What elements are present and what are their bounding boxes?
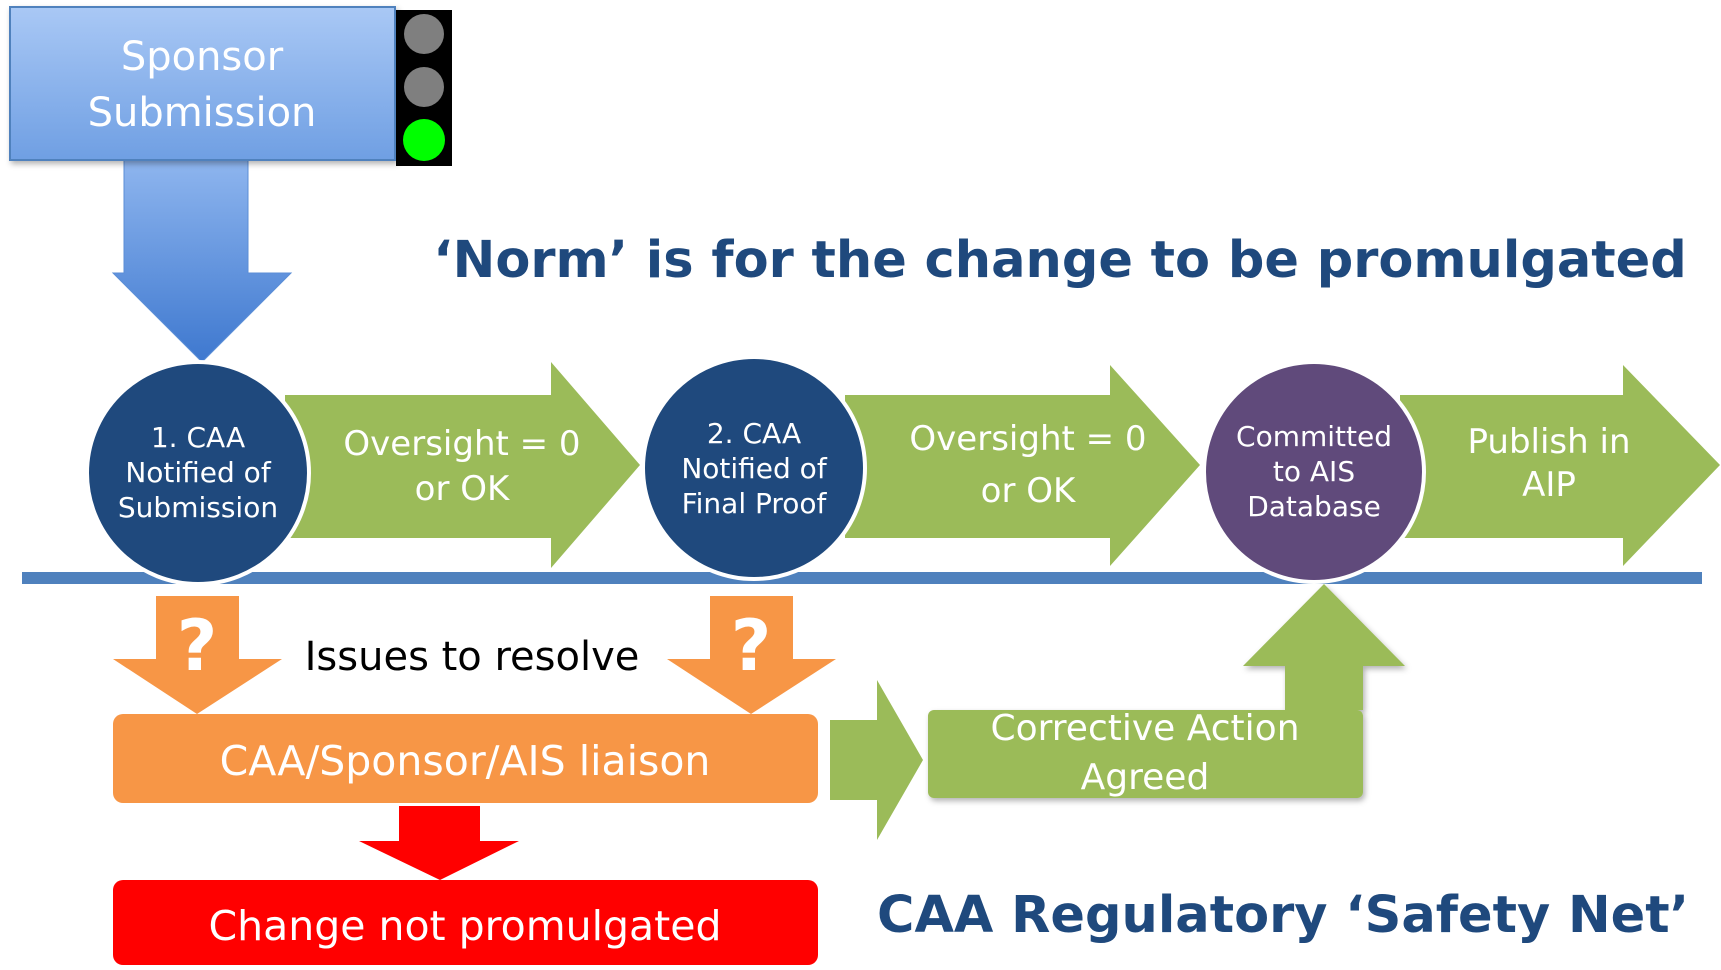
publish-line1: Publish in — [1468, 422, 1631, 462]
sponsor-down-arrow — [111, 157, 293, 363]
sponsor-box — [9, 6, 396, 161]
question-mark-2: ? — [731, 605, 772, 687]
not-promulgated-label: Change not promulgated — [208, 902, 721, 950]
oversight-arrow-2 — [845, 365, 1200, 566]
step2-line2: Notified of — [681, 452, 828, 485]
traffic-light — [396, 10, 452, 166]
step2-line1: 2. CAA — [707, 417, 801, 450]
liaison-to-corrective-arrow — [830, 680, 923, 840]
step2-circle — [641, 355, 867, 581]
publish-line2: AIP — [1522, 465, 1576, 505]
oversight1-line1: Oversight = 0 — [343, 424, 580, 464]
issues-to-resolve-label: Issues to resolve — [305, 634, 640, 680]
corrective-line1: Corrective Action — [990, 708, 1299, 749]
committed-line1: Committed — [1236, 420, 1392, 453]
not-promulgated-box — [113, 880, 818, 965]
question-arrow-2: ? — [667, 596, 836, 714]
committed-circle — [1202, 360, 1426, 584]
sponsor-label-line1: Sponsor — [121, 34, 284, 80]
corrective-up-arrow — [1243, 584, 1405, 710]
liaison-label: CAA/Sponsor/AIS liaison — [220, 737, 711, 785]
safety-net-title: CAA Regulatory ‘Safety Net’ — [877, 886, 1689, 945]
norm-headline: ‘Norm’ is for the change to be promulgat… — [433, 231, 1686, 290]
corrective-action-box — [928, 710, 1363, 798]
oversight1-line2: or OK — [415, 469, 511, 509]
step1-circle — [85, 360, 311, 586]
oversight-arrow-1 — [285, 362, 640, 568]
corrective-line2: Agreed — [1081, 757, 1210, 798]
question-mark-1: ? — [177, 605, 218, 687]
step1-line1: 1. CAA — [151, 421, 245, 454]
step1-line3: Submission — [118, 491, 278, 524]
oversight2-line2: or OK — [981, 471, 1077, 511]
sponsor-label-line2: Submission — [88, 90, 317, 136]
committed-line3: Database — [1247, 490, 1381, 523]
traffic-light-green-lamp-on — [403, 119, 445, 161]
traffic-light-amber-lamp-off — [404, 67, 444, 107]
publish-arrow — [1400, 365, 1720, 566]
corrective-action — [928, 584, 1405, 798]
committed-line2: to AIS — [1273, 455, 1355, 488]
red-down-arrow — [359, 806, 519, 880]
timeline-bar — [22, 572, 1702, 584]
sponsor-submission: Sponsor Submission — [9, 6, 396, 363]
traffic-light-red-lamp-off — [404, 14, 444, 54]
step2-line3: Final Proof — [682, 487, 828, 520]
oversight2-line1: Oversight = 0 — [909, 419, 1146, 459]
liaison-box — [113, 714, 818, 803]
step1-line2: Notified of — [125, 456, 272, 489]
question-arrow-1: ? — [113, 596, 282, 714]
